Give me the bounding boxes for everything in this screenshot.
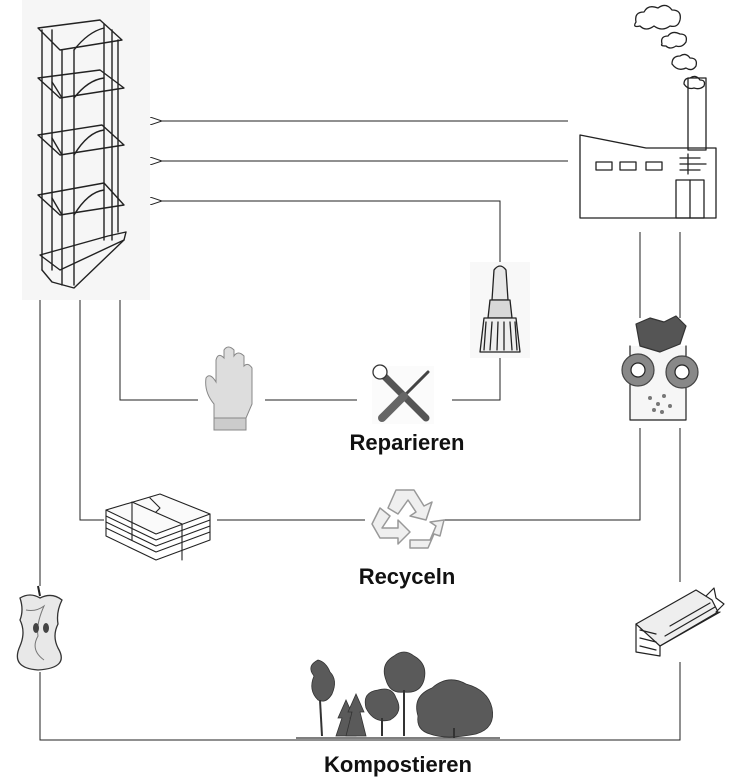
paintbrush-icon [470, 262, 530, 358]
factory-icon [579, 4, 717, 219]
connection-lines [39, 121, 681, 741]
wrench-screwdriver-icon [372, 364, 434, 424]
forest-icon [296, 651, 500, 739]
paper-stack-icon [105, 493, 211, 561]
repair-line-right [452, 358, 501, 401]
shredder-icon [621, 315, 699, 421]
repair-line-left [119, 300, 198, 401]
compost-label: Kompostieren [324, 752, 472, 777]
wood-log-icon [635, 587, 725, 657]
repair-label: Reparieren [349, 430, 465, 455]
recycle-label: Recyceln [358, 564, 456, 589]
glove-icon [205, 346, 253, 431]
recycle-line-right [442, 428, 641, 521]
apple-core-icon [16, 585, 63, 671]
shelf-tower-icon [22, 0, 150, 300]
compost-line-bottom [39, 662, 681, 741]
recycle-icon [371, 489, 445, 549]
recycle-line-left [79, 300, 104, 521]
arrow-bottom [160, 201, 501, 262]
